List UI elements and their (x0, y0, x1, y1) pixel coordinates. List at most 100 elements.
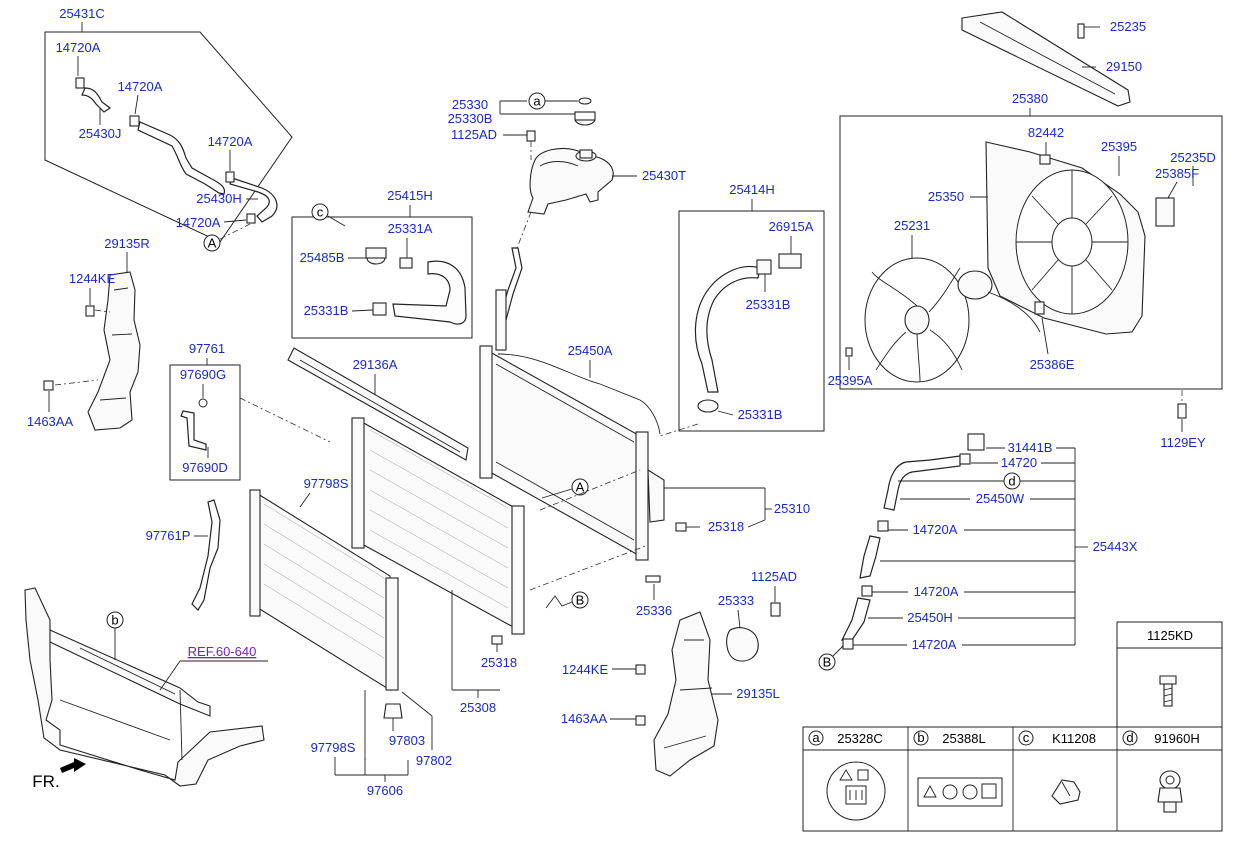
label-25331B-1: 25331B (304, 303, 349, 318)
label-14720-r: 14720 (1001, 455, 1037, 470)
legend-d-letter: d (1126, 730, 1133, 745)
callout-c-text: c (317, 205, 324, 220)
callout-A-mid (571, 478, 589, 496)
label-14720A-r3: 14720A (912, 637, 957, 652)
callout-a-top-text: a (533, 94, 541, 109)
label-97690G: 97690G (180, 367, 226, 382)
callout-B-right (818, 653, 836, 671)
hose-group-25415H-box (291, 216, 473, 339)
label-97798S-2: 97798S (311, 740, 356, 755)
seal-29136A (287, 347, 469, 461)
legend-c-letter: c (1023, 730, 1030, 745)
label-1129EY: 1129EY (1160, 435, 1206, 450)
label-14720A-r2: 14720A (914, 584, 959, 599)
label-25450H: 25450H (907, 610, 953, 625)
label-25331A: 25331A (388, 221, 433, 236)
fan-shroud-25350 (985, 141, 1175, 335)
label-25310: 25310 (774, 501, 810, 516)
reservoir-tank-25430T (526, 97, 614, 215)
front-end-module (24, 587, 265, 787)
label-25443X: 25443X (1093, 539, 1138, 554)
label-25380: 25380 (1012, 91, 1048, 106)
label-25395A: 25395A (828, 373, 873, 388)
label-29136A: 29136A (353, 357, 398, 372)
label-97798S-1: 97798S (304, 476, 349, 491)
label-97690D: 97690D (182, 460, 228, 475)
front-direction-label: FR. (32, 772, 59, 791)
label-1463AA-2: 1463AA (561, 711, 608, 726)
callout-B-right-text: B (823, 655, 832, 670)
legend-c-circle (1018, 730, 1034, 746)
label-25330B: 25330B (448, 111, 493, 126)
reference-60-640[interactable]: REF.60-640 (188, 644, 257, 659)
hose-group-25431C (44, 22, 293, 243)
label-25235D: 25235D (1170, 150, 1216, 165)
label-97606: 97606 (367, 783, 403, 798)
sensor-group-97761-box (169, 364, 241, 481)
fan-shroud-bracket-29150 (961, 11, 1131, 107)
callout-B-mid (571, 591, 589, 609)
label-14720A-2: 14720A (118, 79, 163, 94)
legend-a-circle (808, 730, 824, 746)
fan-blade-25231 (864, 257, 993, 383)
callout-b-front-text: b (111, 613, 118, 628)
label-29150: 29150 (1106, 59, 1142, 74)
label-1463AA-1: 1463AA (27, 414, 74, 429)
warning-label-icon (917, 777, 1003, 807)
legend-b-letter: b (917, 730, 924, 745)
legend-d-circle (1122, 730, 1138, 746)
label-26915A: 26915A (769, 219, 814, 234)
legend-a-letter: a (812, 730, 820, 745)
label-14720A-4: 14720A (176, 215, 221, 230)
label-1244KE-2: 1244KE (562, 662, 609, 677)
label-25385F: 25385F (1155, 166, 1199, 181)
label-25235: 25235 (1110, 19, 1146, 34)
label-25431C: 25431C (59, 6, 105, 21)
label-25333: 25333 (718, 593, 754, 608)
label-97761P: 97761P (146, 528, 191, 543)
label-25430J: 25430J (79, 126, 122, 141)
label-31441B: 31441B (1008, 440, 1053, 455)
air-guard-left-29135L (635, 602, 781, 777)
label-25231: 25231 (894, 218, 930, 233)
label-97802: 97802 (416, 753, 452, 768)
clamp-icon (1157, 770, 1183, 813)
label-25331B-2: 25331B (746, 297, 791, 312)
hose-25414H (694, 253, 802, 413)
hose-25415H (365, 247, 467, 325)
label-29135L: 29135L (736, 686, 779, 701)
label-25414H: 25414H (729, 182, 775, 197)
bolt-icon (1159, 675, 1177, 707)
label-82442: 82442 (1028, 125, 1064, 140)
caution-label-icon (826, 761, 886, 821)
radiator-25310 (479, 289, 665, 583)
label-1125AD-2: 1125AD (751, 569, 797, 584)
callout-A-mid-text: A (576, 480, 585, 495)
callout-c (311, 203, 329, 221)
legend-c-part: K11208 (1052, 731, 1096, 746)
label-97761: 97761 (189, 341, 225, 356)
label-25318-2: 25318 (481, 655, 517, 670)
air-guard-right-29135R (43, 271, 141, 431)
callout-B-mid-text: B (576, 593, 585, 608)
radiator-core-25308 (351, 417, 525, 645)
legend-a-part: 25328C (837, 731, 883, 746)
condenser-97606 (249, 489, 403, 719)
label-25430T: 25430T (642, 168, 686, 183)
front-arrow-icon (60, 758, 86, 773)
callout-d-text: d (1008, 474, 1015, 489)
label-1125AD-1: 1125AD (451, 127, 497, 142)
callout-A-top (203, 234, 221, 252)
label-25415H: 25415H (387, 188, 433, 203)
label-1244KE-1: 1244KE (69, 271, 116, 286)
hose-group-25414H-box (678, 210, 825, 432)
label-25386E: 25386E (1030, 357, 1075, 372)
hose-group-25443X (841, 433, 985, 650)
label-25336: 25336 (636, 603, 672, 618)
clip-icon (1051, 779, 1081, 805)
label-29135R: 29135R (104, 236, 150, 251)
callout-A-top-text: A (208, 236, 217, 251)
label-1125KD: 1125KD (1147, 628, 1193, 643)
label-14720A-3: 14720A (208, 134, 253, 149)
